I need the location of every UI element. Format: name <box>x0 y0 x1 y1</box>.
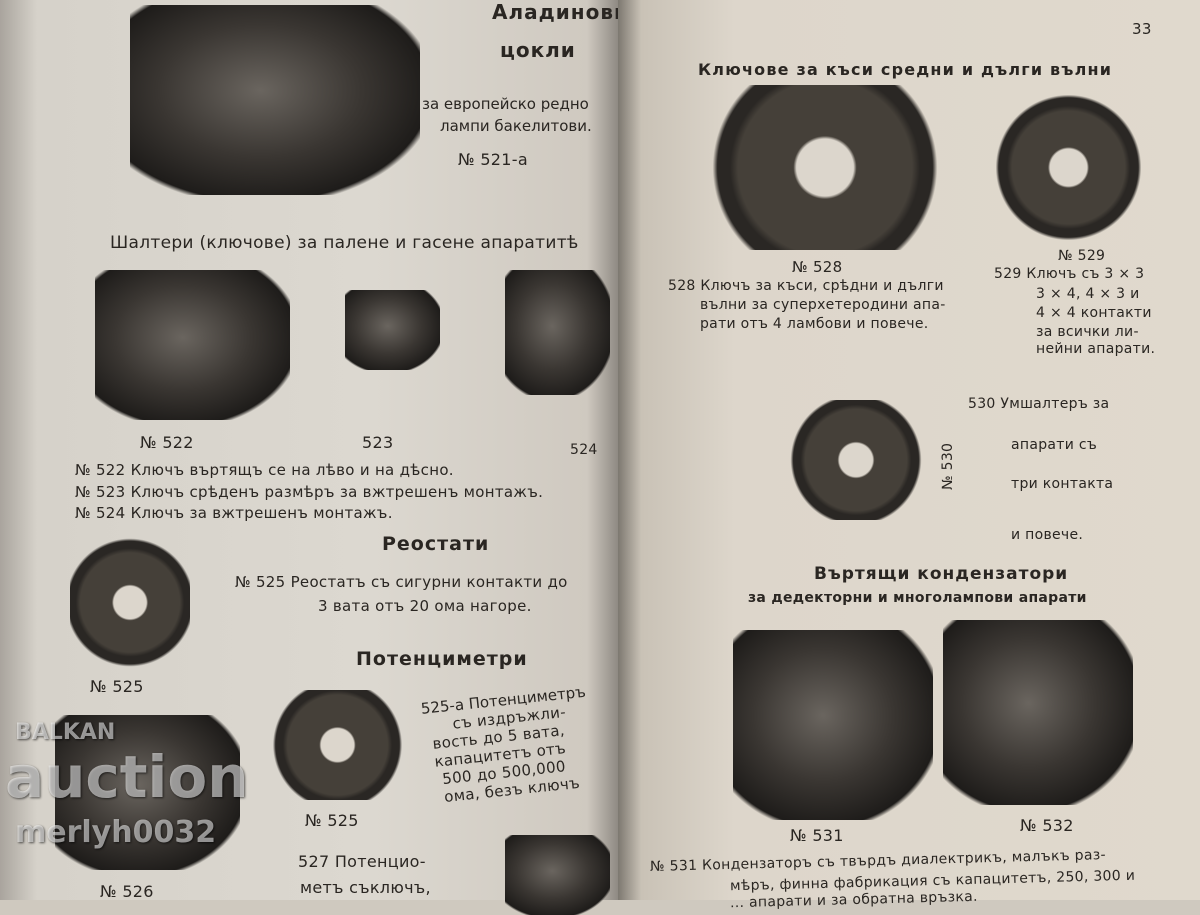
label-523: 523 <box>362 433 394 452</box>
desc-528-line: рати отъ 4 ламбови и повече. <box>700 316 929 332</box>
capacitors-subheading: за дедекторни и многолампови апарати <box>748 590 1087 606</box>
desc-529-line: 529 Ключъ съ 3 × 3 <box>994 266 1145 282</box>
socket-title-1: Аладинови <box>492 0 630 24</box>
label-522: № 522 <box>140 433 194 452</box>
desc-525a-block: 525-а Потенциметръ съ издръжли- вость до… <box>420 683 596 808</box>
switch-530-image <box>786 400 926 520</box>
desc-530-line: 530 Умшалтеръ за <box>968 396 1110 412</box>
desc-529-line: 3 × 4, 4 × 3 и <box>1036 286 1140 302</box>
label-530: № 530 <box>940 442 956 490</box>
label-531: № 531 <box>790 826 844 845</box>
capacitors-heading: Въртящи кондензатори <box>814 564 1069 584</box>
watermark-logo-line1: BALKAN <box>15 720 116 745</box>
desc-527-line1: 527 Потенцио- <box>298 852 426 871</box>
page-number: 33 <box>1132 20 1152 38</box>
desc-522: № 522 Ключъ въртящъ се на лѣво и на дѣсн… <box>75 461 454 479</box>
socket-number: № 521-а <box>458 150 528 169</box>
potentiometers-heading: Потенциметри <box>356 648 528 670</box>
desc-525-line2: 3 вата отъ 20 ома нагоре. <box>318 597 532 615</box>
switch-529-image <box>996 95 1141 240</box>
potentiometer-525-image <box>265 690 410 800</box>
desc-528-line: 528 Ключъ за къси, срѣдни и дълги <box>668 278 944 294</box>
label-526: № 526 <box>100 882 154 901</box>
socket-desc-2: лампи бакелитови. <box>440 117 592 135</box>
desc-528-line: вълни за суперхетеродини апа- <box>700 297 946 313</box>
rheostat-image <box>70 535 190 670</box>
switch-523-image <box>345 290 440 370</box>
label-524: 524 <box>570 442 598 458</box>
label-525-potentiometer: № 525 <box>305 811 359 830</box>
desc-525-line1: № 525 Реостатъ съ сигурни контакти до <box>235 573 568 591</box>
switch-528-image <box>690 85 960 250</box>
desc-523: № 523 Ключъ срѣденъ размѣръ за вжтрешенъ… <box>75 483 544 501</box>
rheostats-heading: Реостати <box>382 533 490 555</box>
label-529: № 529 <box>1058 248 1106 264</box>
capacitor-531-image <box>733 630 933 820</box>
keys-heading: Ключове за къси средни и дълги вълни <box>698 60 1113 79</box>
left-page: Аладинови цокли за европейско редно ламп… <box>0 0 628 915</box>
desc-524: № 524 Ключъ за вжтрешенъ монтажъ. <box>75 504 393 522</box>
desc-529-line: 4 × 4 контакти <box>1036 305 1152 321</box>
potentiometer-527-image <box>505 835 610 915</box>
label-528: № 528 <box>792 258 843 276</box>
watermark-logo-line3: merlyh0032 <box>15 815 217 850</box>
desc-530-line: и повече. <box>1011 527 1084 543</box>
switches-heading: Шалтери (ключове) за палене и гасене апа… <box>110 233 579 253</box>
switch-524-image <box>505 270 610 395</box>
right-page: 33 Ключове за къси средни и дълги вълни … <box>618 0 1200 911</box>
desc-527-line2: метъ съключъ, <box>300 878 431 897</box>
desc-529-line: нейни апарати. <box>1036 341 1156 357</box>
desc-530-line: апарати съ <box>1011 437 1098 453</box>
socket-desc-1: за европейско редно <box>422 95 589 113</box>
switch-522-image <box>95 270 290 420</box>
desc-530-line: три контакта <box>1011 476 1114 492</box>
watermark-logo-line2: auction <box>5 743 249 811</box>
capacitor-532-image <box>943 620 1133 805</box>
label-525-rheostat: № 525 <box>90 677 144 696</box>
socket-title-2: цокли <box>500 38 576 62</box>
potentiometer-526-image <box>55 715 240 870</box>
tube-socket-image <box>130 5 420 195</box>
label-532: № 532 <box>1020 816 1074 835</box>
desc-529-line: за всички ли- <box>1036 324 1139 340</box>
